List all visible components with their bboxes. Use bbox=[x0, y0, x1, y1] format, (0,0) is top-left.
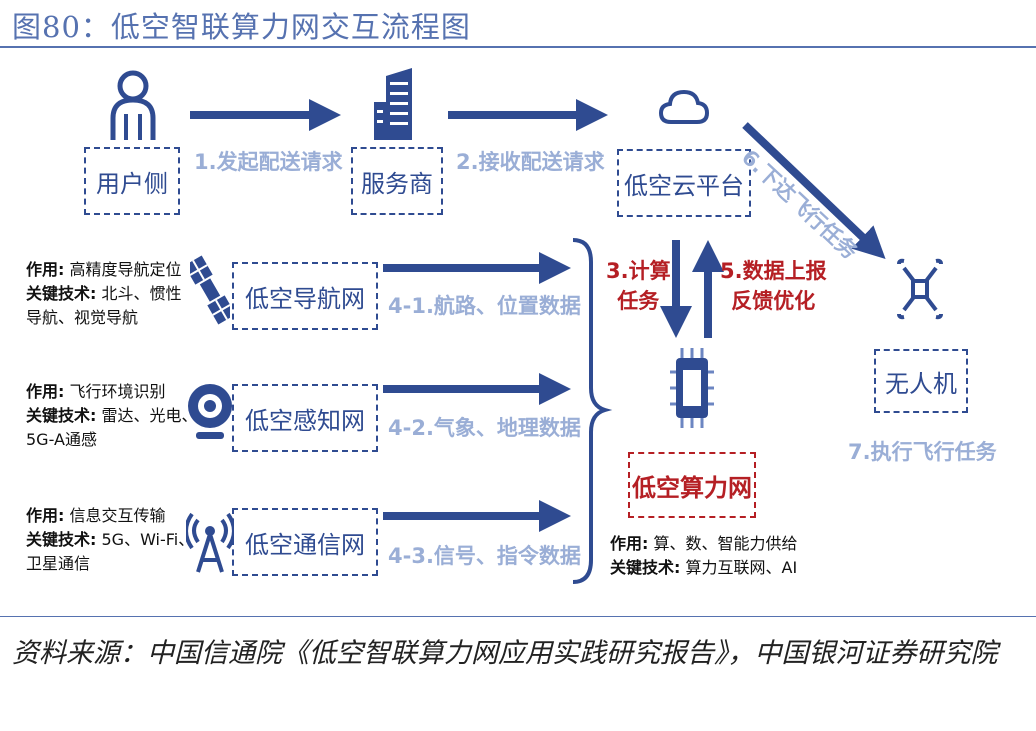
note-nav-tech-2: 导航、视觉导航 bbox=[26, 308, 139, 327]
note-compute-tech: 算力互联网、AI bbox=[685, 558, 798, 577]
note-comm-role-label: 作用: bbox=[26, 506, 65, 525]
edge-label-3-line-1: 3.计算 bbox=[606, 259, 671, 283]
node-drone: 无人机 bbox=[874, 349, 968, 413]
edge-label-5-line-1: 5.数据上报 bbox=[720, 259, 827, 283]
brace bbox=[572, 238, 613, 584]
edge-label-7: 7.执行飞行任务 bbox=[848, 440, 997, 464]
note-nav-role-label: 作用: bbox=[26, 260, 65, 279]
node-compute: 低空算力网 bbox=[628, 452, 756, 518]
note-comm-tech-2: 卫星通信 bbox=[26, 554, 91, 573]
node-sense: 低空感知网 bbox=[232, 384, 378, 452]
note-sense-tech: 雷达、光电、 bbox=[101, 406, 198, 425]
node-provider: 服务商 bbox=[351, 147, 443, 215]
edge-label-4-3: 4-3.信号、指令数据 bbox=[388, 544, 581, 568]
building-icon bbox=[374, 68, 412, 140]
figure-source: 资料来源：中国信通院《低空智联算力网应用实践研究报告》，中国银河证券研究院 bbox=[12, 638, 998, 669]
camera-icon bbox=[188, 384, 232, 439]
note-sense: 作用: 飞行环境识别 关键技术: 雷达、光电、 5G-A通感 bbox=[26, 380, 198, 452]
connector-layer bbox=[190, 99, 886, 584]
edge-label-2: 2.接收配送请求 bbox=[456, 150, 605, 174]
note-comm: 作用: 信息交互传输 关键技术: 5G、Wi-Fi、 卫星通信 bbox=[26, 504, 194, 576]
cloud-icon bbox=[659, 89, 709, 124]
note-sense-role-label: 作用: bbox=[26, 382, 65, 401]
note-nav-tech-label: 关键技术: bbox=[26, 284, 97, 303]
antenna-icon bbox=[186, 512, 234, 573]
note-compute-role: 算、数、智能力供给 bbox=[653, 534, 798, 553]
source-rule bbox=[0, 616, 1036, 617]
edge-label-3: 3.计算 任务 bbox=[606, 256, 671, 316]
node-nav: 低空导航网 bbox=[232, 262, 378, 330]
note-compute: 作用: 算、数、智能力供给 关键技术: 算力互联网、AI bbox=[610, 532, 798, 580]
figure-title: 图80：低空智联算力网交互流程图 bbox=[12, 10, 471, 44]
note-comm-role: 信息交互传输 bbox=[69, 506, 166, 525]
edge-label-4-1: 4-1.航路、位置数据 bbox=[388, 294, 581, 318]
edge-label-1: 1.发起配送请求 bbox=[194, 150, 343, 174]
edge-label-3-line-2: 任务 bbox=[617, 289, 660, 313]
note-sense-tech-2: 5G-A通感 bbox=[26, 430, 97, 449]
note-compute-role-label: 作用: bbox=[610, 534, 649, 553]
chip-icon bbox=[670, 348, 714, 428]
note-nav: 作用: 高精度导航定位 关键技术: 北斗、惯性 导航、视觉导航 bbox=[26, 258, 182, 330]
title-rule bbox=[0, 46, 1036, 48]
arrow-cloud-to-drone bbox=[742, 122, 886, 260]
edge-label-5: 5.数据上报 反馈优化 bbox=[720, 256, 827, 316]
edge-label-5-line-2: 反馈优化 bbox=[731, 289, 816, 313]
note-sense-tech-label: 关键技术: bbox=[26, 406, 97, 425]
person-icon bbox=[110, 70, 156, 140]
satellite-icon bbox=[190, 255, 230, 325]
drone-icon bbox=[897, 258, 943, 320]
node-cloud: 低空云平台 bbox=[617, 149, 751, 217]
note-compute-tech-label: 关键技术: bbox=[610, 558, 681, 577]
note-comm-tech: 5G、Wi-Fi、 bbox=[101, 530, 195, 549]
note-sense-role: 飞行环境识别 bbox=[69, 382, 166, 401]
edge-label-4-2: 4-2.气象、地理数据 bbox=[388, 416, 581, 440]
note-nav-role: 高精度导航定位 bbox=[69, 260, 182, 279]
note-comm-tech-label: 关键技术: bbox=[26, 530, 97, 549]
node-comm: 低空通信网 bbox=[232, 508, 378, 576]
node-user: 用户侧 bbox=[84, 147, 180, 215]
note-nav-tech: 北斗、惯性 bbox=[101, 284, 182, 303]
